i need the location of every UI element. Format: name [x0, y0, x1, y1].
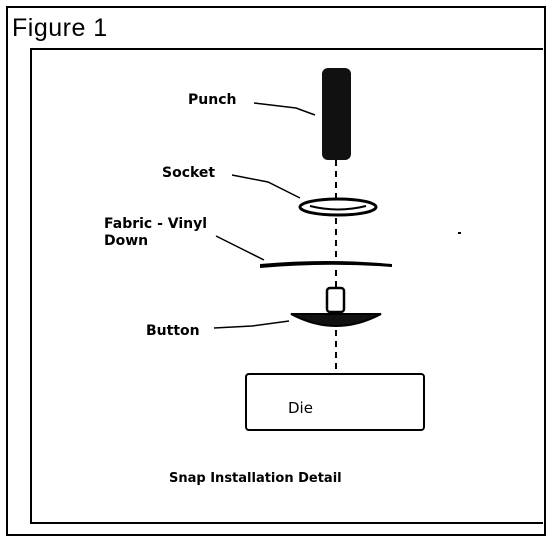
- fabric-layer-shape: [260, 261, 392, 268]
- button-label: Button: [146, 323, 200, 339]
- figure-frame: [6, 6, 546, 536]
- fabric-label-line1: Fabric - Vinyl: [104, 216, 207, 232]
- punch-shape: [322, 68, 351, 160]
- figure-caption: Snap Installation Detail: [169, 471, 342, 486]
- punch-label: Punch: [188, 92, 236, 108]
- punch-leader-line: [253, 102, 316, 116]
- socket-label: Socket: [162, 165, 215, 181]
- button-stem-shape: [325, 286, 346, 314]
- stray-mark: [458, 232, 461, 234]
- fabric-leader-line: [215, 235, 265, 261]
- socket-shape-outer: [298, 197, 378, 217]
- button-leader-line: [213, 320, 290, 329]
- socket-shape-inner: [309, 205, 367, 211]
- die-shape: [245, 373, 425, 431]
- figure-inner-frame: [30, 48, 543, 524]
- button-cap-shape: [290, 313, 382, 327]
- socket-leader-line: [231, 174, 301, 199]
- figure-title: Figure 1: [12, 14, 108, 42]
- die-label: Die: [288, 399, 313, 417]
- fabric-label-line2: Down: [104, 233, 148, 249]
